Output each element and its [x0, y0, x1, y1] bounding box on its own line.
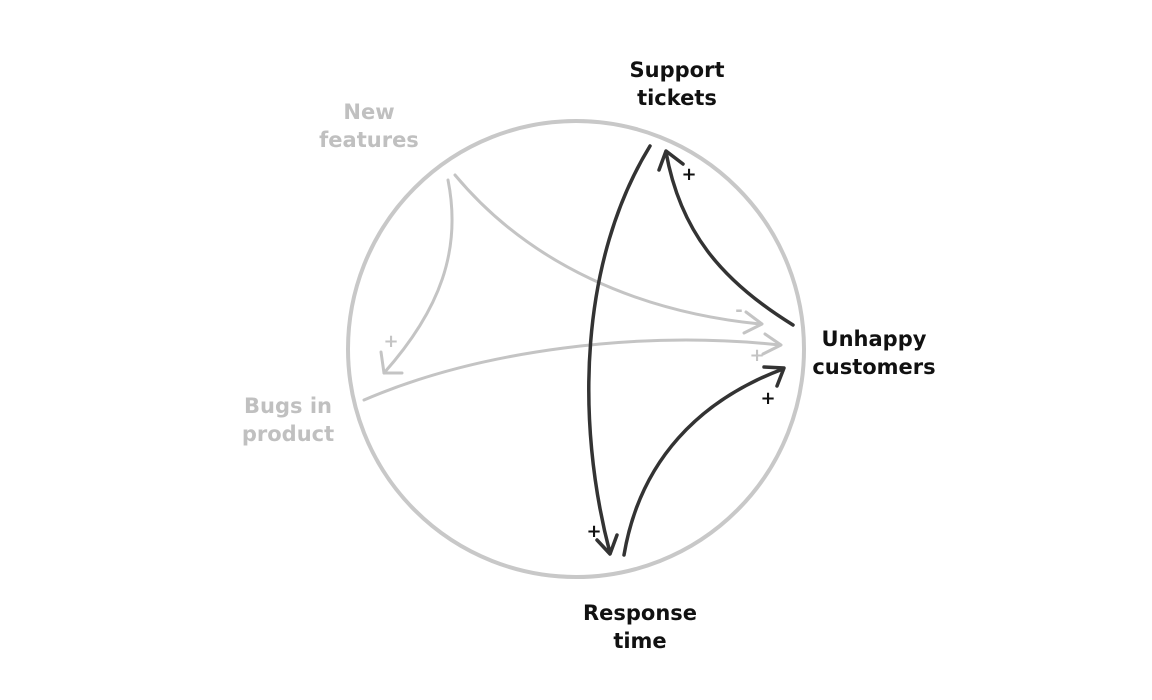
node-bugs-in-product-line1: Bugs in: [244, 394, 332, 418]
node-support-tickets-line2: tickets: [637, 86, 717, 110]
link-unhappy-to-support-tickets: [664, 150, 795, 327]
outer-circle: [346, 119, 806, 579]
polarity-response-unhappy: +: [760, 388, 775, 409]
node-new-features-line1: New: [343, 100, 395, 124]
arrowhead-unhappy-from-features: [742, 310, 764, 335]
node-support-tickets: Support tickets: [620, 56, 734, 112]
node-unhappy-customers-line1: Unhappy: [821, 327, 927, 351]
link-new-features-to-bugs: [382, 178, 454, 375]
node-bugs-in-product-line2: product: [241, 422, 335, 446]
arrowhead-bugs: [379, 350, 404, 375]
link-bugs-to-unhappy: [362, 338, 782, 402]
arrowhead-support-tickets: [657, 149, 685, 172]
arrowhead-unhappy-from-bugs: [761, 332, 783, 356]
node-support-tickets-line1: Support: [629, 58, 725, 82]
polarity-features-unhappy: -: [735, 300, 742, 321]
polarity-unhappy-support: +: [681, 164, 696, 185]
node-response-time-line1: Response: [582, 601, 698, 625]
polarity-support-response: +: [586, 521, 601, 542]
node-new-features: New features: [312, 98, 426, 154]
node-response-time-line2: time: [613, 629, 667, 653]
arrowhead-response-time: [595, 533, 619, 556]
node-response-time: Response time: [576, 599, 704, 655]
node-bugs-in-product: Bugs in product: [232, 392, 344, 448]
link-new-features-to-unhappy: [453, 173, 762, 326]
arrowhead-unhappy-from-response: [762, 365, 786, 388]
polarity-features-bugs: +: [383, 331, 398, 352]
link-response-time-to-unhappy: [622, 367, 785, 557]
node-unhappy-customers: Unhappy customers: [808, 325, 940, 381]
link-support-tickets-to-response-time: [587, 144, 652, 555]
node-new-features-line2: features: [319, 128, 419, 152]
node-unhappy-customers-line2: customers: [812, 355, 936, 379]
polarity-bugs-unhappy: +: [749, 345, 764, 366]
